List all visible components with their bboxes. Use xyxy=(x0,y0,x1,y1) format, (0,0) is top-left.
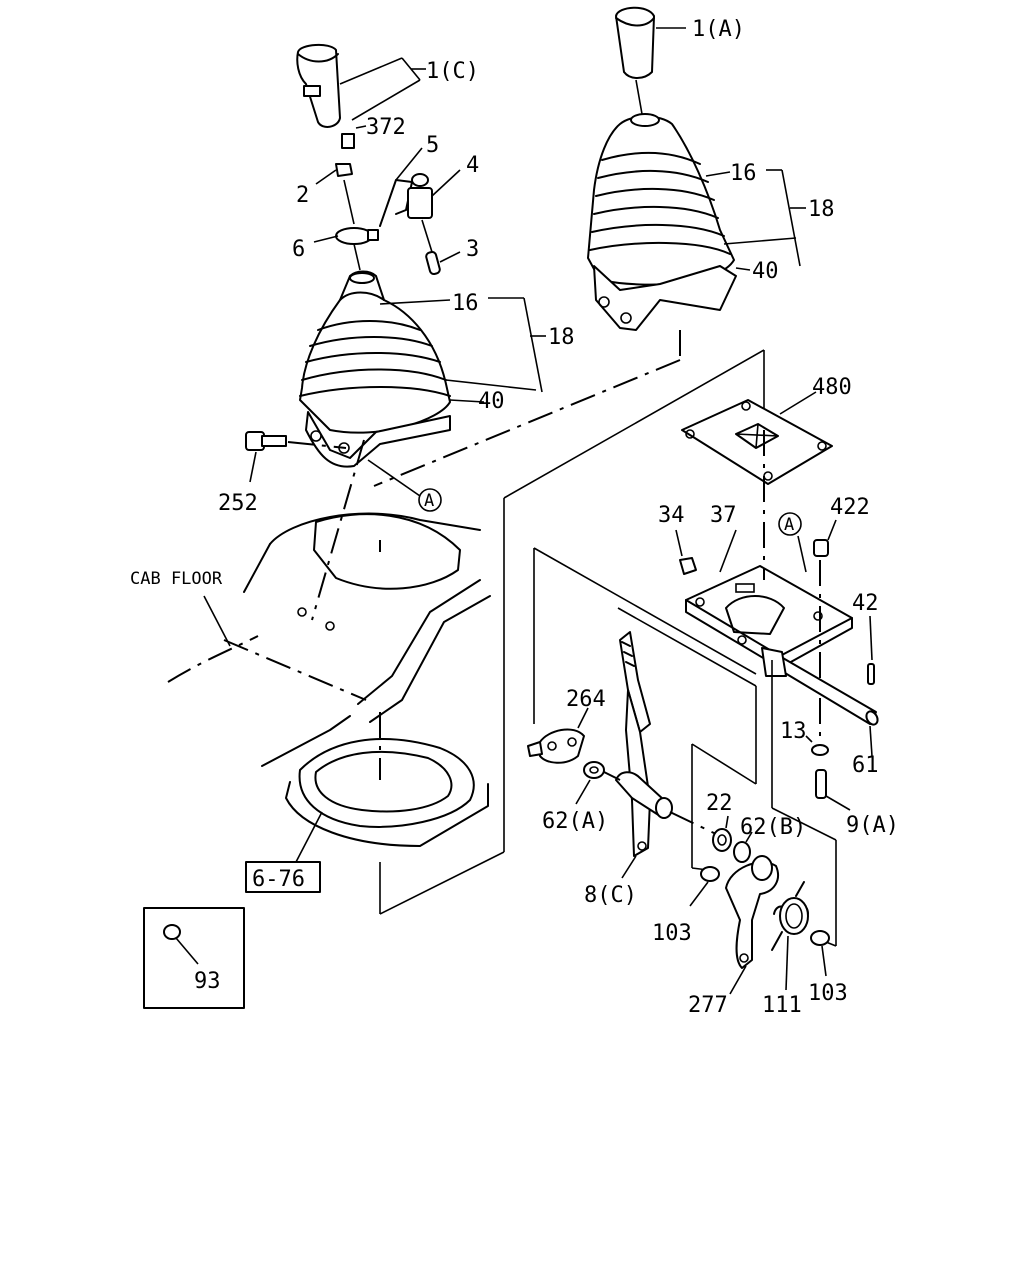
lever-8c xyxy=(615,631,673,879)
arm-277 xyxy=(725,855,779,995)
label-62b: 62(B) xyxy=(740,815,806,840)
label-264: 264 xyxy=(566,687,606,712)
bolt-372 xyxy=(341,125,367,149)
bush-422 xyxy=(813,519,837,740)
boot-right xyxy=(587,113,797,331)
label-ref-6-76: 6-76 xyxy=(252,867,305,892)
label-1c: 1(C) xyxy=(426,59,479,84)
label-3: 3 xyxy=(466,237,479,262)
label-a-left: A xyxy=(424,491,434,511)
label-cab-floor: CAB FLOOR xyxy=(130,569,223,589)
label-40-right: 40 xyxy=(752,259,779,284)
nut-2 xyxy=(315,163,353,185)
callout-a-right xyxy=(778,512,807,573)
bracket-18-left xyxy=(488,297,546,393)
knob-1c xyxy=(296,44,426,128)
shaft-61 xyxy=(761,647,879,757)
label-93: 93 xyxy=(194,969,221,994)
label-40-left: 40 xyxy=(478,389,505,414)
label-18-left: 18 xyxy=(548,325,575,350)
bracket-18-right xyxy=(766,169,806,267)
clamp-6 xyxy=(313,227,379,245)
bush-62a xyxy=(575,761,605,805)
label-13: 13 xyxy=(780,719,807,744)
label-42: 42 xyxy=(852,591,879,616)
label-103-right: 103 xyxy=(808,981,848,1006)
label-18-right: 18 xyxy=(808,197,835,222)
clamp-264 xyxy=(527,707,589,764)
cab-floor xyxy=(167,512,491,863)
subassembly-outline xyxy=(533,547,837,947)
assembly-outline xyxy=(379,349,765,915)
switch-4 xyxy=(407,169,461,219)
label-22: 22 xyxy=(706,791,733,816)
label-422: 422 xyxy=(830,495,870,520)
bush-22 xyxy=(712,815,732,852)
label-9a: 9(A) xyxy=(846,813,899,838)
label-5: 5 xyxy=(426,133,439,158)
plate-480 xyxy=(681,391,833,485)
washer-13 xyxy=(805,735,829,756)
label-480: 480 xyxy=(812,375,852,400)
label-2: 2 xyxy=(296,183,309,208)
nut-34 xyxy=(675,529,697,575)
label-16-right: 16 xyxy=(730,161,757,186)
inset-box xyxy=(143,907,245,1009)
label-16-left: 16 xyxy=(452,291,479,316)
label-111: 111 xyxy=(762,993,802,1018)
bolt-252 xyxy=(245,431,347,483)
knob-1a xyxy=(615,6,686,79)
label-372: 372 xyxy=(366,115,406,140)
pin-3 xyxy=(421,219,461,276)
bolt-9a xyxy=(815,769,851,811)
label-4: 4 xyxy=(466,153,479,178)
collar-103-left xyxy=(689,866,720,907)
bush-62b xyxy=(733,831,753,863)
pin-42 xyxy=(867,615,875,685)
spring-111 xyxy=(771,881,809,991)
callout-a-left xyxy=(367,459,442,512)
label-a-right: A xyxy=(784,515,794,535)
boot-left xyxy=(299,270,537,468)
label-277: 277 xyxy=(688,993,728,1018)
label-61: 61 xyxy=(852,753,879,778)
collar-103-right xyxy=(810,930,830,977)
label-103-left: 103 xyxy=(652,921,692,946)
label-37: 37 xyxy=(710,503,737,528)
label-8c: 8(C) xyxy=(584,883,637,908)
label-62a: 62(A) xyxy=(542,809,608,834)
ref-box-6-76 xyxy=(245,861,321,893)
label-252: 252 xyxy=(218,491,258,516)
label-1a: 1(A) xyxy=(692,17,745,42)
label-6: 6 xyxy=(292,237,305,262)
label-34: 34 xyxy=(658,503,685,528)
